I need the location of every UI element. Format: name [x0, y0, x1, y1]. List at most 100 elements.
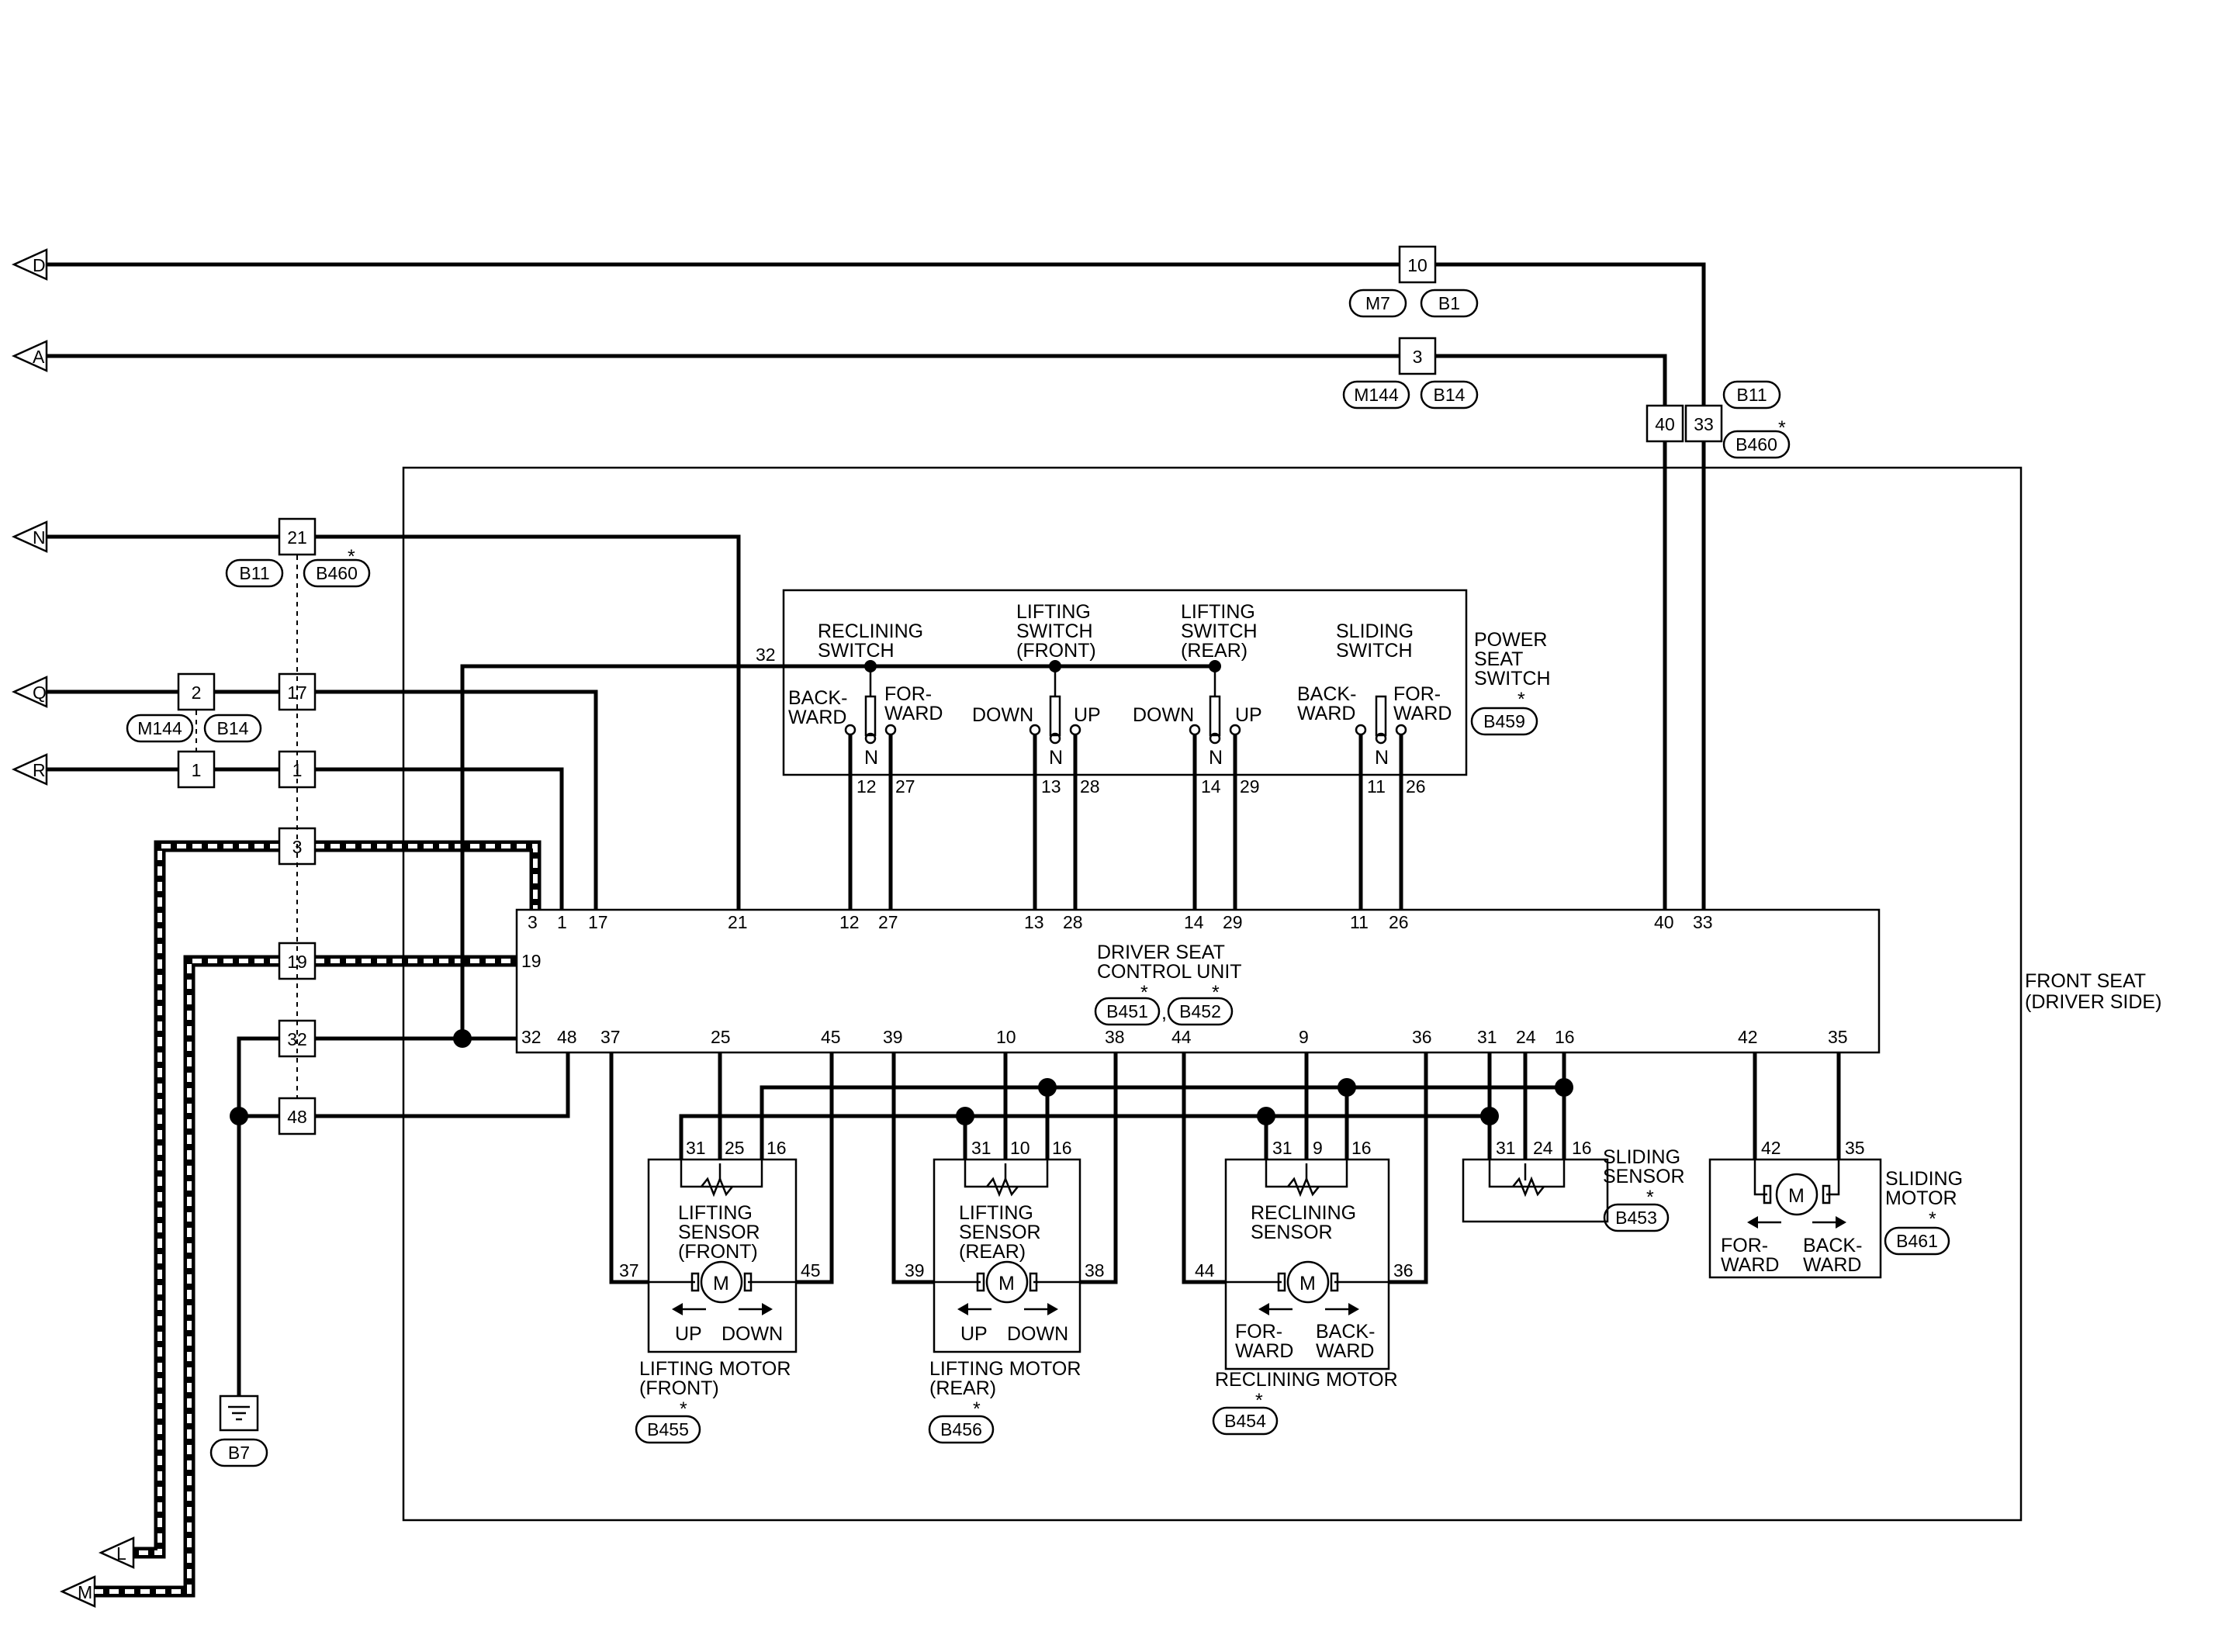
svg-text:WARD: WARD: [1297, 703, 1355, 724]
svg-text:DOWN: DOWN: [722, 1323, 783, 1345]
asterisk: *: [1212, 982, 1220, 1004]
svg-text:B11: B11: [239, 563, 269, 583]
svg-text:(REAR): (REAR): [1181, 640, 1248, 662]
svg-text:WARD: WARD: [1721, 1254, 1779, 1276]
dscu-label: DRIVER SEAT: [1097, 942, 1225, 963]
svg-text:35: 35: [1845, 1138, 1865, 1158]
wire-r: [47, 767, 564, 910]
svg-text:LIFTING: LIFTING: [959, 1202, 1033, 1224]
svg-text:13: 13: [1041, 776, 1061, 797]
svg-text:33: 33: [1693, 912, 1713, 932]
sensor-bus: [679, 1052, 1573, 1160]
svg-text:11: 11: [1350, 912, 1369, 932]
svg-text:L: L: [116, 1543, 126, 1564]
terminal-n: N: [11, 520, 48, 553]
connector-tag: B14: [1420, 380, 1479, 410]
svg-text:FOR-: FOR-: [884, 683, 932, 705]
wire-q: [47, 689, 598, 910]
svg-text:25: 25: [725, 1138, 745, 1158]
ground-wire: [230, 664, 866, 1396]
svg-text:FOR-: FOR-: [1721, 1235, 1768, 1256]
connector-tag: M144: [126, 714, 194, 743]
wire-a: [47, 354, 1667, 910]
svg-text:32: 32: [287, 1029, 307, 1049]
svg-text:32: 32: [521, 1027, 542, 1047]
svg-text:11: 11: [1367, 776, 1386, 797]
asterisk: *: [1140, 982, 1148, 1004]
sliding-motor: M 42 35 FOR- WARD BACK- WARD SLIDING MOT…: [1708, 1138, 1963, 1279]
svg-text:38: 38: [1105, 1027, 1125, 1047]
svg-text:26: 26: [1389, 912, 1409, 932]
svg-text:31: 31: [971, 1138, 991, 1158]
junction-pin: 32: [278, 1019, 317, 1058]
asterisk: *: [1517, 689, 1525, 710]
svg-text:1: 1: [192, 760, 202, 780]
svg-text:D: D: [33, 255, 46, 275]
svg-text:*: *: [1255, 1390, 1263, 1412]
svg-text:M: M: [1299, 1273, 1316, 1294]
svg-text:B460: B460: [316, 563, 358, 583]
svg-text:RECLINING MOTOR: RECLINING MOTOR: [1215, 1369, 1398, 1391]
svg-text:B451: B451: [1106, 1001, 1148, 1021]
svg-text:UP: UP: [1235, 704, 1262, 726]
svg-text:2: 2: [192, 683, 202, 703]
sliding-sensor: 31 24 16 SLIDING SENSOR *: [1462, 1138, 1685, 1223]
svg-text:MOTOR: MOTOR: [1885, 1187, 1957, 1209]
power-seat-switch-label: SEAT: [1474, 648, 1523, 670]
wire-n: [47, 534, 741, 910]
svg-text:13: 13: [1024, 912, 1044, 932]
svg-text:UP: UP: [1074, 704, 1101, 726]
svg-text:DOWN: DOWN: [1007, 1323, 1068, 1345]
svg-text:16: 16: [1052, 1138, 1072, 1158]
connector-tag: B451: [1094, 997, 1161, 1026]
svg-text:12: 12: [856, 776, 877, 797]
svg-text:19: 19: [287, 952, 307, 972]
shielded-wire-m: [95, 955, 517, 1598]
svg-text:(REAR): (REAR): [959, 1241, 1026, 1263]
junction-pin: 3: [1398, 337, 1437, 375]
dscu-top-pins: 3 1 17 21 12 27 13 28 14 29 11 26 40 33 …: [521, 912, 1713, 971]
svg-text:B454: B454: [1224, 1411, 1266, 1431]
connector-tag: M7: [1348, 289, 1407, 318]
junction-pin: 21: [278, 517, 317, 556]
svg-text:B14: B14: [1434, 385, 1466, 405]
svg-text:SLIDING: SLIDING: [1336, 620, 1414, 642]
svg-text:29: 29: [1223, 912, 1243, 932]
svg-text:(FRONT): (FRONT): [639, 1377, 719, 1399]
svg-text:WARD: WARD: [1316, 1340, 1374, 1362]
svg-text:40: 40: [1655, 414, 1675, 434]
connector-tag: B452: [1167, 997, 1234, 1026]
svg-text:RECLINING: RECLINING: [818, 620, 923, 642]
svg-text:10: 10: [1010, 1138, 1030, 1158]
svg-text:BACK-: BACK-: [1316, 1321, 1375, 1343]
svg-text:25: 25: [711, 1027, 731, 1047]
svg-text:RECLINING: RECLINING: [1251, 1202, 1356, 1224]
svg-text:SENSOR: SENSOR: [1251, 1222, 1333, 1243]
svg-text:M144: M144: [137, 718, 182, 738]
svg-text:SLIDING: SLIDING: [1603, 1146, 1680, 1168]
svg-text:M7: M7: [1365, 293, 1390, 313]
junction-pin: 48: [278, 1097, 317, 1135]
svg-text:21: 21: [728, 912, 748, 932]
svg-text:36: 36: [1412, 1027, 1432, 1047]
svg-text:BACK-: BACK-: [1803, 1235, 1862, 1256]
switch-pin-labels: 12 27 13 28 14 29 11 26: [856, 776, 1426, 797]
asterisk: *: [348, 546, 355, 568]
junction-pin: 40: [1646, 404, 1684, 443]
comma: ,: [1161, 1002, 1167, 1024]
junction-pin: 17: [278, 672, 317, 711]
front-seat-frame: [402, 466, 2023, 1522]
wire-d: [47, 262, 1706, 910]
connector-tag: B455: [635, 1415, 701, 1444]
svg-text:17: 17: [588, 912, 608, 932]
svg-text:B7: B7: [228, 1443, 250, 1463]
svg-text:LIFTING MOTOR: LIFTING MOTOR: [929, 1358, 1081, 1380]
terminal-r: R: [11, 753, 48, 786]
reclining-motor: M FOR- WARD BACK- WARD RECLINING MOTOR *: [1215, 1260, 1398, 1412]
connector-tag: B460: [1722, 430, 1791, 459]
svg-text:42: 42: [1738, 1027, 1758, 1047]
lifting-sensor-front: 31 25 16 LIFTING SENSOR (FRONT) 37 45: [619, 1138, 821, 1353]
svg-text:WARD: WARD: [884, 703, 943, 724]
svg-text:*: *: [680, 1398, 687, 1420]
lifting-motor-rear: M UP DOWN LIFTING MOTOR (REAR) *: [929, 1260, 1081, 1420]
